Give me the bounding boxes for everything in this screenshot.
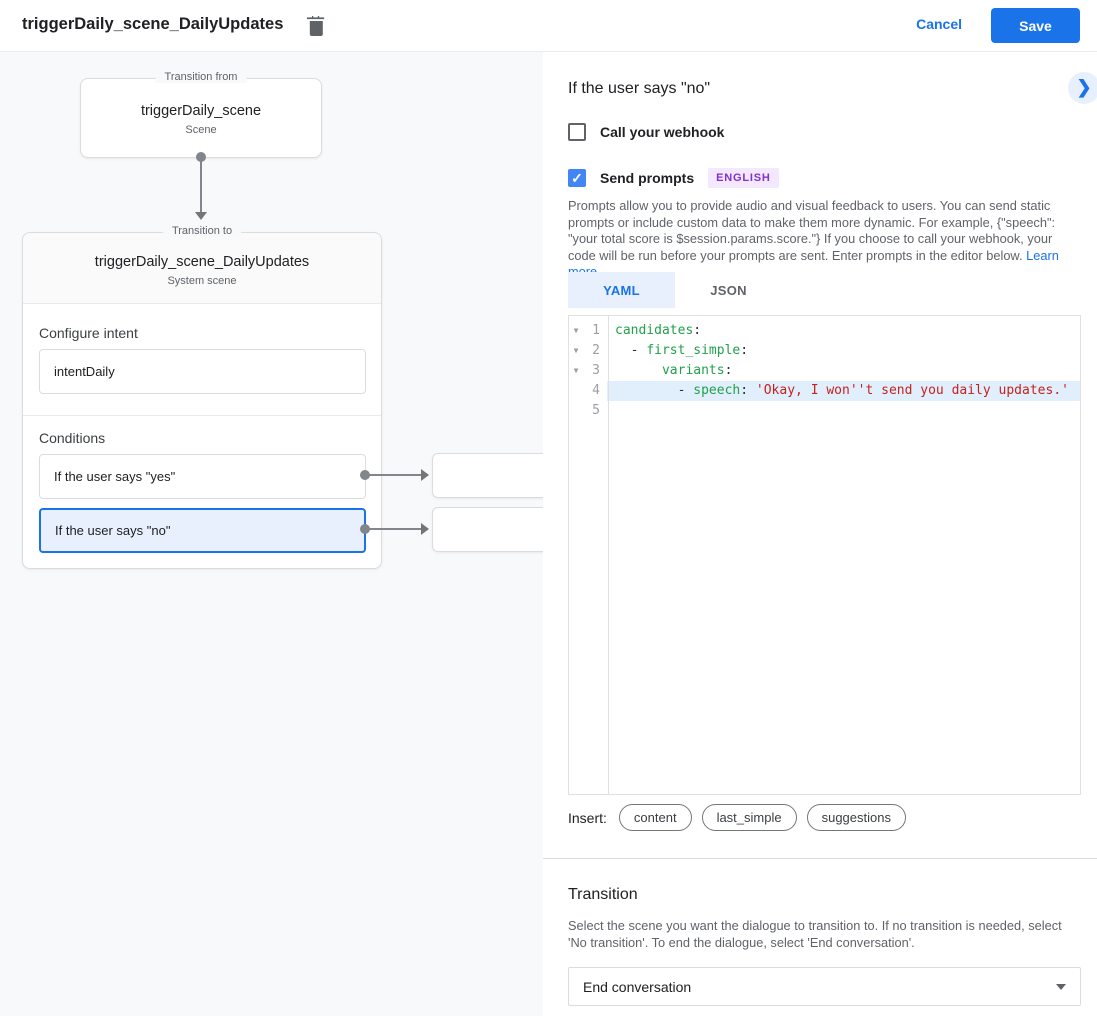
prompts-description-text: Prompts allow you to provide audio and v…	[568, 198, 1056, 263]
fold-caret-icon[interactable]: ▼	[573, 346, 579, 355]
arrow-right-icon	[421, 523, 429, 535]
arrow-right-icon	[421, 469, 429, 481]
connector-line	[365, 474, 421, 476]
code-token: variants	[661, 363, 725, 378]
configure-intent-label: Configure intent	[39, 325, 138, 341]
code-token: 'Okay, I won''t send you daily updates.'	[755, 383, 1069, 398]
cancel-button[interactable]: Cancel	[916, 16, 962, 32]
code-line: 4 - speech: 'Okay, I won''t send you dai…	[569, 381, 1080, 401]
webhook-check-row: Call your webhook	[568, 123, 724, 141]
code-token: first_simple	[646, 343, 741, 358]
transition-to-node[interactable]: triggerDaily_scene_DailyUpdates System s…	[22, 225, 382, 569]
prompts-description: Prompts allow you to provide audio and v…	[568, 198, 1082, 281]
line-number: 1	[592, 323, 600, 338]
code-token: :	[693, 323, 702, 338]
code-line: 5	[569, 401, 1080, 421]
code-token: :	[740, 383, 756, 398]
code-line-text[interactable]	[607, 401, 1080, 421]
intent-input[interactable]: intentDaily	[39, 349, 366, 394]
chevron-right-icon: ❯	[1076, 76, 1092, 97]
intent-value: intentDaily	[54, 364, 115, 379]
transition-description: Select the scene you want the dialogue t…	[568, 918, 1062, 950]
code-token: speech	[693, 383, 741, 398]
panel-title: If the user says "no"	[568, 80, 711, 97]
tab-yaml[interactable]: YAML	[568, 272, 675, 308]
line-number: 2	[592, 343, 600, 358]
insert-chips: content last_simple suggestions	[618, 804, 916, 831]
code-line-text[interactable]: variants:	[607, 361, 1080, 381]
code-token: -	[615, 343, 647, 358]
transition-to-tag: Transition to	[162, 225, 242, 237]
transition-section-title: Transition	[568, 886, 638, 903]
condition-row-no-selected[interactable]: If the user says "no"	[39, 508, 366, 553]
collapse-panel-button[interactable]: ❯	[1068, 72, 1097, 104]
to-node-header: triggerDaily_scene_DailyUpdates System s…	[23, 233, 381, 304]
code-token: -	[615, 383, 694, 398]
condition-row-yes[interactable]: If the user says "yes"	[39, 454, 366, 499]
tab-json[interactable]: JSON	[710, 282, 747, 298]
from-node-title: triggerDaily_scene	[140, 103, 262, 119]
code-token: :	[724, 363, 733, 378]
send-prompts-check-row: ✓ Send prompts ENGLISH	[568, 168, 779, 188]
condition-no-label: If the user says "no"	[55, 523, 171, 538]
checkmark-icon: ✓	[571, 169, 583, 186]
top-bar: triggerDaily_scene_DailyUpdates Cancel S…	[0, 0, 1097, 52]
condition-yes-label: If the user says "yes"	[54, 469, 176, 484]
save-button[interactable]: Save	[991, 8, 1080, 43]
from-node-subtitle: Scene	[185, 124, 217, 136]
transition-target-box[interactable]	[432, 453, 548, 498]
connector-line	[365, 528, 421, 530]
to-node-subtitle: System scene	[167, 275, 237, 287]
webhook-checkbox[interactable]	[568, 123, 586, 141]
code-line: ▼ 3 variants:	[569, 361, 1080, 381]
condition-detail-panel: If the user says "no" ❯ Call your webhoo…	[543, 52, 1097, 1016]
code-token	[615, 363, 662, 378]
fold-caret-icon	[569, 381, 583, 401]
line-number: 3	[592, 363, 600, 378]
transition-select[interactable]: End conversation	[568, 967, 1081, 1006]
insert-chip[interactable]: suggestions	[806, 804, 906, 831]
code-token: candidates	[615, 323, 694, 338]
insert-label: Insert:	[568, 810, 607, 826]
code-line-text[interactable]: - speech: 'Okay, I won''t send you daily…	[607, 381, 1080, 401]
page-title: triggerDaily_scene_DailyUpdates	[22, 15, 284, 33]
insert-row: Insert: content last_simple suggestions	[568, 804, 916, 831]
insert-chip[interactable]: content	[618, 804, 692, 831]
code-token: :	[740, 343, 749, 358]
section-divider	[23, 415, 381, 416]
send-prompts-checkbox[interactable]: ✓	[568, 169, 586, 187]
send-prompts-label: Send prompts	[600, 170, 695, 186]
conditions-label: Conditions	[39, 430, 106, 446]
fold-caret-icon[interactable]: ▼	[573, 326, 579, 335]
transition-selected-value: End conversation	[583, 978, 692, 995]
delete-scene-button[interactable]	[303, 13, 329, 39]
connector-line	[200, 157, 202, 212]
transition-target-box[interactable]	[432, 507, 548, 552]
to-node-title: triggerDaily_scene_DailyUpdates	[94, 254, 310, 270]
dropdown-caret-icon	[1056, 983, 1066, 990]
line-number: 4	[592, 383, 600, 398]
code-line: ▼ 1 candidates:	[569, 321, 1080, 341]
language-badge: ENGLISH	[708, 168, 779, 188]
transition-from-node[interactable]: Transition from triggerDaily_scene Scene	[80, 71, 322, 158]
line-number: 5	[592, 403, 600, 418]
panel-divider	[543, 858, 1097, 859]
trash-icon	[306, 15, 324, 36]
editor-format-tabs: YAML JSON	[568, 272, 782, 308]
arrow-down-icon	[195, 212, 207, 220]
fold-caret-icon[interactable]: ▼	[573, 366, 579, 375]
insert-chip[interactable]: last_simple	[701, 804, 797, 831]
transition-from-tag: Transition from	[155, 71, 247, 83]
code-line-text[interactable]: - first_simple:	[607, 341, 1080, 361]
gutter-divider	[608, 315, 609, 795]
webhook-label: Call your webhook	[600, 124, 725, 140]
fold-caret-icon	[569, 401, 583, 421]
yaml-code-editor[interactable]: ▼ 1 candidates: ▼ 2 - first_simple: ▼ 3 varian…	[568, 315, 1081, 795]
code-line-text[interactable]: candidates:	[607, 321, 1080, 341]
code-line: ▼ 2 - first_simple:	[569, 341, 1080, 361]
